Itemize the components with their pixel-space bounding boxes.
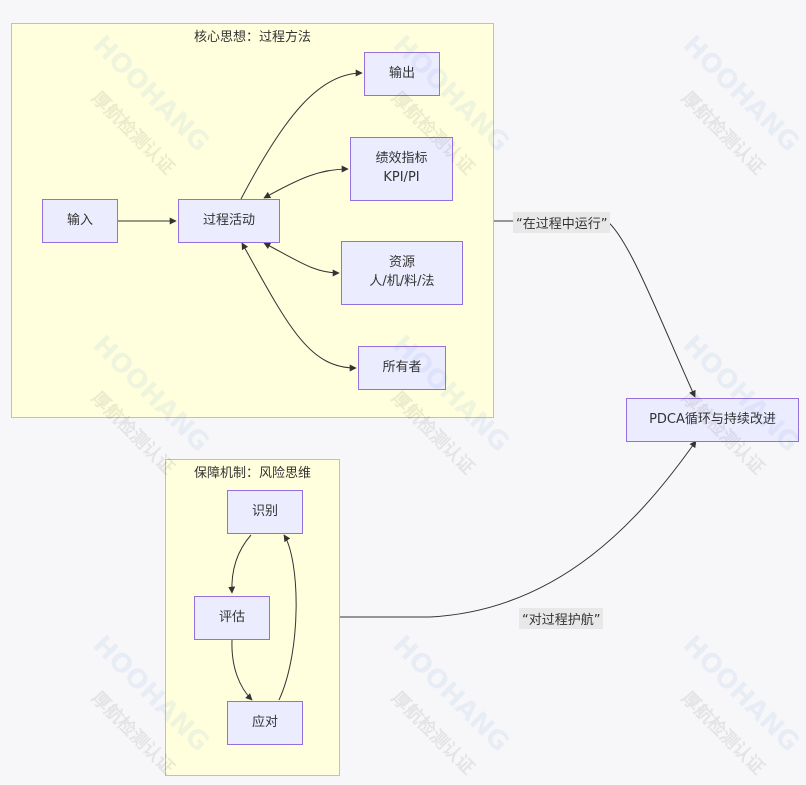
assess-node[interactable]: 评估 xyxy=(194,596,270,640)
kpi-node[interactable]: 绩效指标 KPI/PI xyxy=(350,137,453,201)
edge-assess-to-respond xyxy=(231,639,253,701)
core-idea-cluster-title: 核心思想：过程方法 xyxy=(193,30,311,45)
process-activity-node-label: 过程活动 xyxy=(202,212,255,228)
edge-process-to-output xyxy=(240,69,363,200)
assess-node-label: 评估 xyxy=(218,609,245,625)
edge-label-escort-process: “对过程护航” xyxy=(519,608,604,629)
kpi-node-line1: 绩效指标 xyxy=(375,151,428,167)
identify-node[interactable]: 识别 xyxy=(227,490,303,534)
edge-identify-to-assess xyxy=(228,534,252,594)
input-node-label: 输入 xyxy=(66,212,93,228)
edge-process-kpi xyxy=(263,165,349,199)
resource-node[interactable]: 资源 人/机/料/法 xyxy=(341,241,463,305)
respond-node-label: 应对 xyxy=(251,714,278,730)
resource-node-line2: 人/机/料/法 xyxy=(369,274,435,289)
pdca-node[interactable]: PDCA循环与持续改进 xyxy=(626,398,799,442)
kpi-node-line2: KPI/PI xyxy=(383,170,420,185)
output-node[interactable]: 输出 xyxy=(364,52,440,96)
respond-node[interactable]: 应对 xyxy=(227,701,303,745)
owner-node-label: 所有者 xyxy=(382,359,422,375)
edge-risk-to-pdca xyxy=(340,440,697,618)
edge-respond-to-identify xyxy=(278,534,297,701)
owner-node[interactable]: 所有者 xyxy=(358,346,446,390)
edge-core-to-pdca xyxy=(494,220,695,397)
output-node-label: 输出 xyxy=(388,65,415,81)
process-activity-node[interactable]: 过程活动 xyxy=(178,199,280,243)
resource-node-line1: 资源 xyxy=(388,255,415,271)
edge-process-resource xyxy=(263,242,340,277)
edge-label-run-in-process: “在过程中运行” xyxy=(513,212,611,233)
risk-thinking-cluster-title: 保障机制：风险思维 xyxy=(193,466,311,481)
pdca-node-label: PDCA循环与持续改进 xyxy=(649,411,776,427)
identify-node-label: 识别 xyxy=(251,503,278,519)
input-node[interactable]: 输入 xyxy=(42,199,118,243)
edge-process-owner xyxy=(241,242,357,372)
